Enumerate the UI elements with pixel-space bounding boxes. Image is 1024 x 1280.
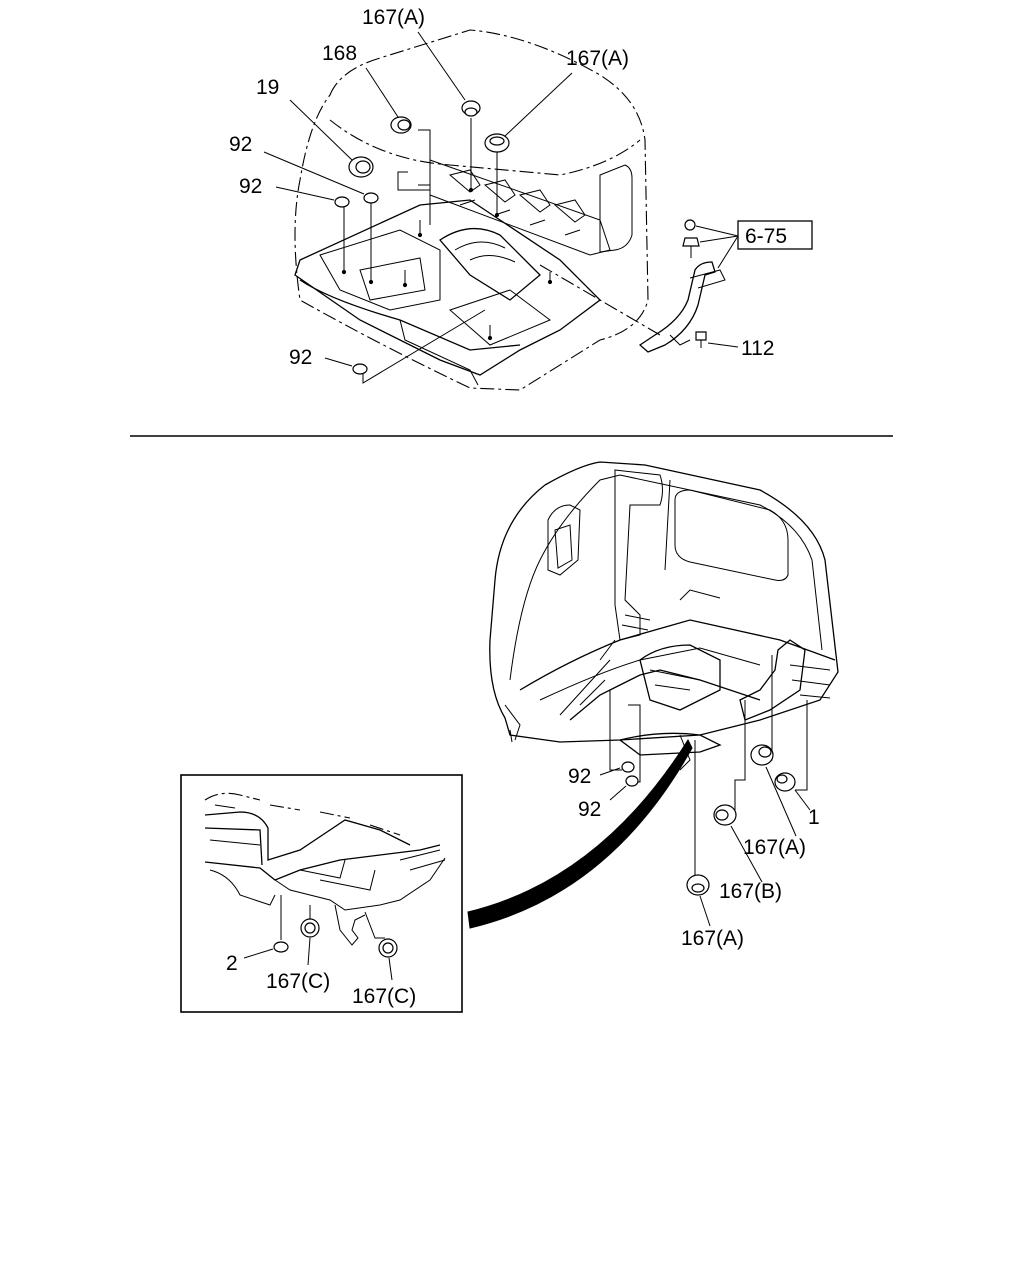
label-167a-low: 167(A) — [681, 927, 744, 950]
plug-167c-right — [378, 938, 398, 958]
label-92-a: 92 — [229, 133, 252, 156]
ref-box-6-75 — [737, 220, 813, 250]
label-112: 112 — [741, 337, 774, 360]
label-167a-top: 167(A) — [362, 6, 425, 29]
bottom-callouts: 92 92 1 167(A) 167(B) 167(A) — [568, 765, 820, 950]
label-167a-right: 167(A) — [566, 47, 629, 70]
label-167a-mid: 167(A) — [743, 836, 806, 859]
label-92-d: 92 — [568, 765, 591, 788]
label-92-b: 92 — [239, 175, 262, 198]
inset-detail-view: 2 167(C) 167(C) — [180, 774, 463, 1013]
seal-92-c — [352, 363, 368, 375]
bracket-assembly — [638, 219, 726, 353]
detail-pointer — [467, 738, 693, 929]
top-callouts: 167(A) 168 167(A) 19 92 92 92 6-75 112 — [229, 6, 813, 369]
inset-frame — [180, 774, 463, 1013]
plug-1 — [774, 772, 796, 792]
label-6-75: 6-75 — [745, 225, 787, 248]
bottom-cab-underside-assembly — [489, 461, 839, 880]
plug-167a-top — [461, 100, 481, 117]
plug-167c-left — [300, 918, 320, 938]
label-19: 19 — [256, 76, 279, 99]
seal-92-b — [334, 196, 350, 208]
label-92-c: 92 — [289, 346, 312, 369]
bottom-parts — [621, 744, 796, 896]
top-cab-floor-assembly — [294, 29, 739, 391]
seal-92-e — [625, 775, 639, 787]
plug-168 — [390, 116, 412, 134]
seal-92-a — [363, 192, 379, 204]
label-167b: 167(B) — [719, 880, 782, 903]
label-168: 168 — [322, 42, 357, 65]
plug-167a-mid — [750, 744, 774, 766]
label-92-e: 92 — [578, 798, 601, 821]
label-167c-left: 167(C) — [266, 970, 330, 993]
label-1: 1 — [808, 806, 820, 829]
seal-2 — [273, 941, 289, 953]
plug-167a-right — [484, 133, 510, 153]
label-2: 2 — [226, 952, 238, 975]
grommet-19 — [348, 156, 374, 178]
seal-92-d — [621, 761, 635, 773]
label-167c-right: 167(C) — [352, 985, 416, 1008]
plug-167a-low — [686, 874, 710, 896]
plug-167b — [713, 804, 737, 826]
